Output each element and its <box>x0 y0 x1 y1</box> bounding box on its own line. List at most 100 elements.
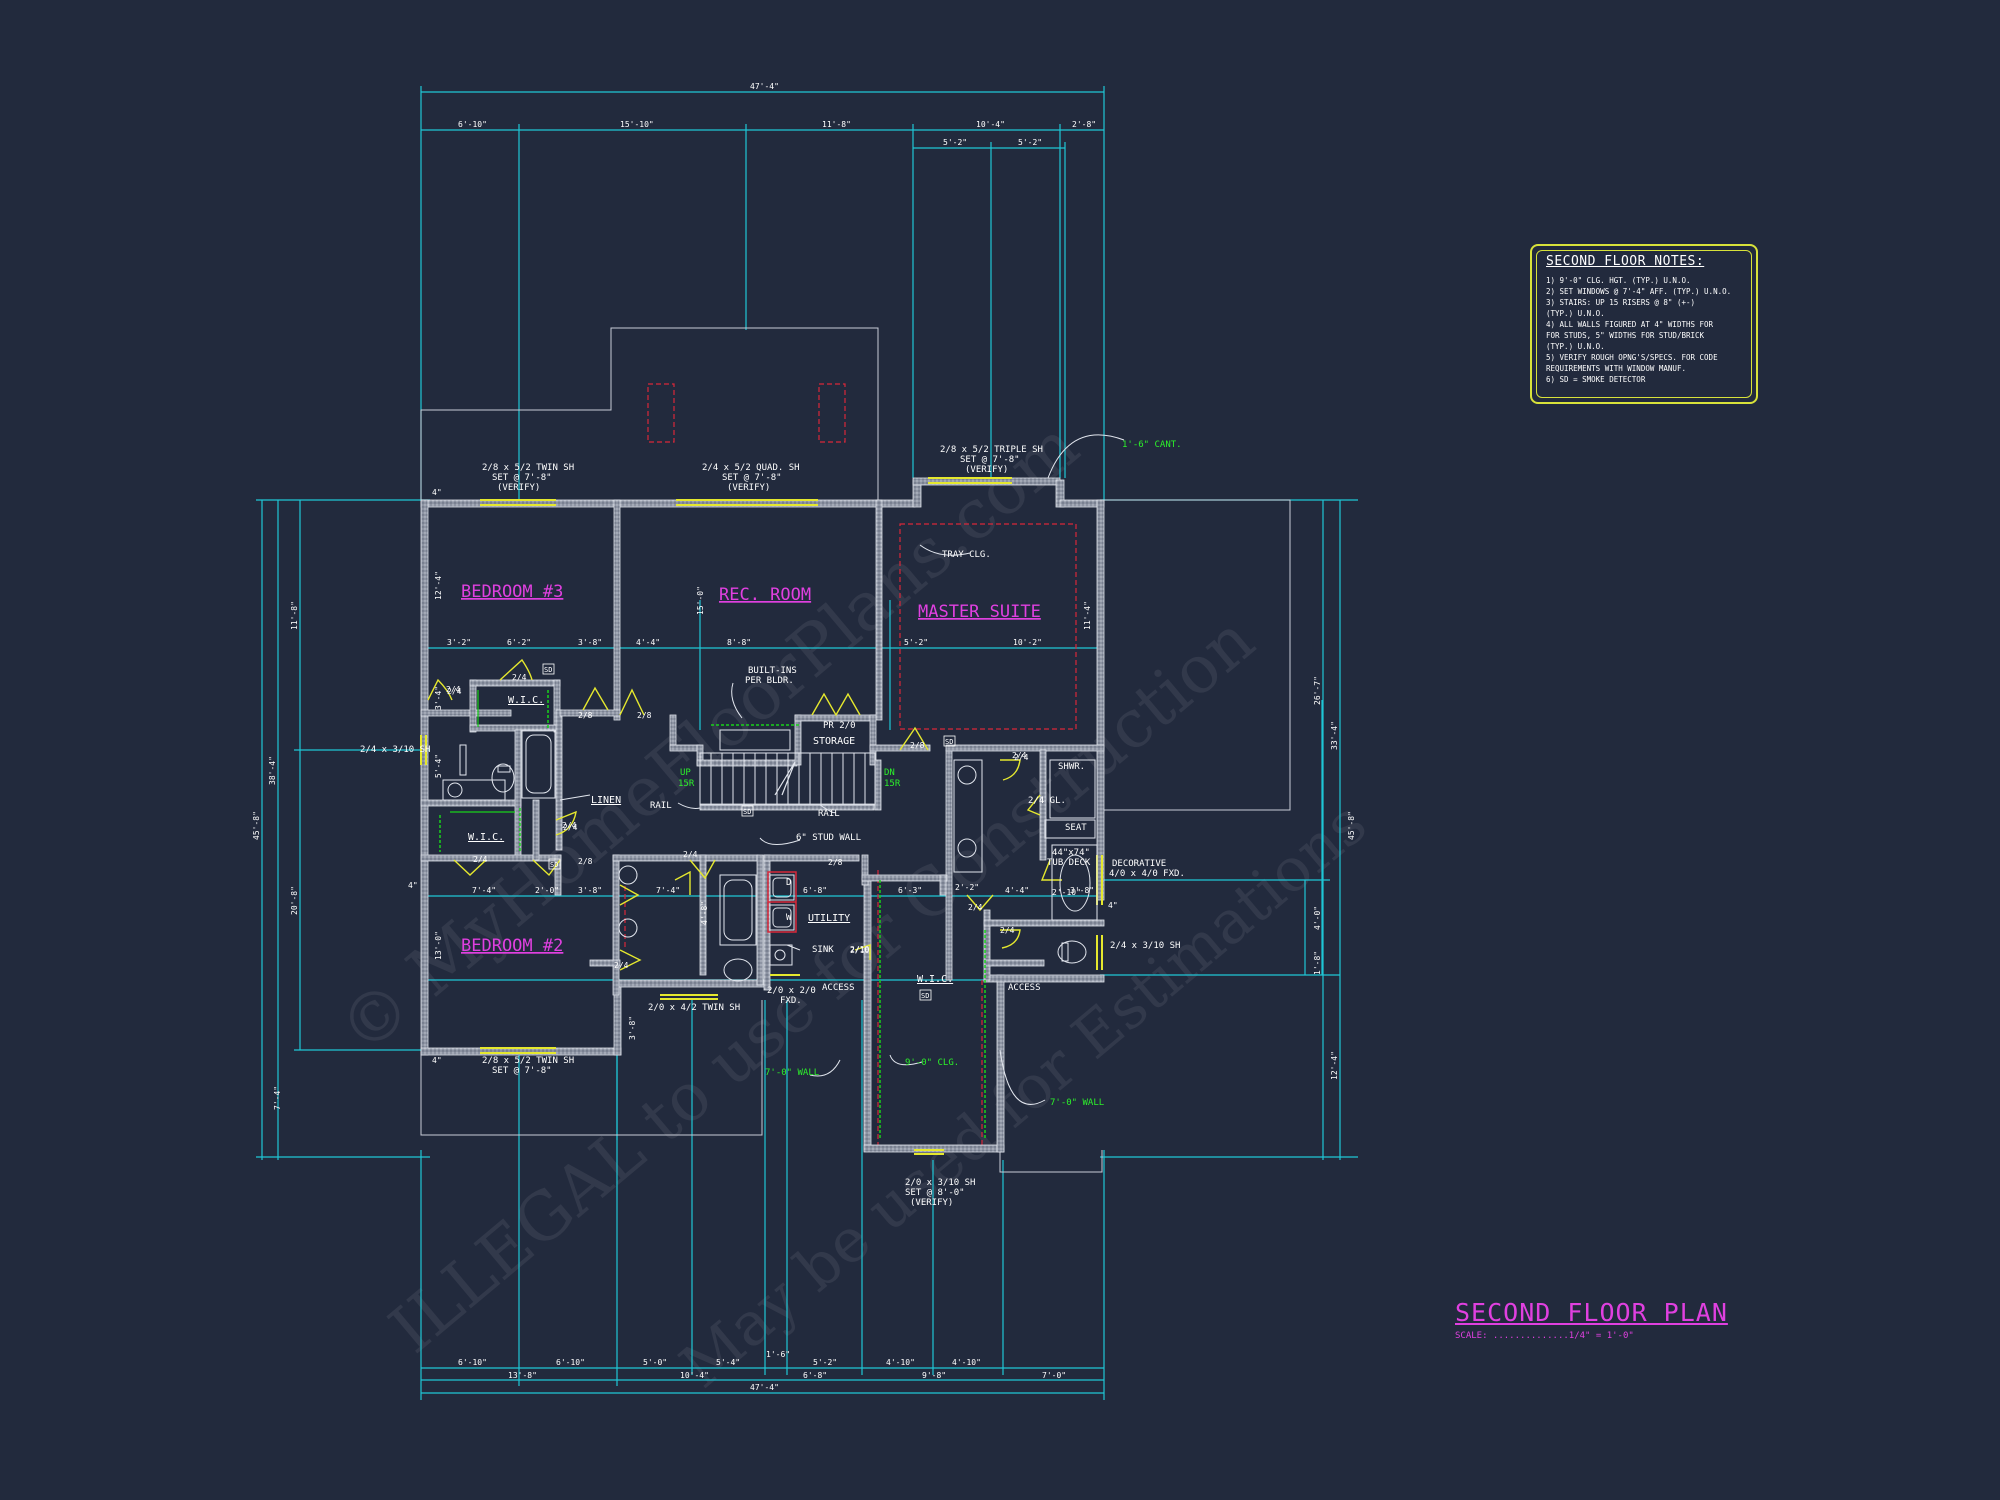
sink-label: SINK <box>812 945 834 955</box>
room-label-rec-room: REC. ROOM <box>719 585 811 605</box>
dimension-left: 20'-8" <box>290 886 299 915</box>
dimension-top-2: 5'-2" <box>1018 138 1042 147</box>
window-note-bottom-1: 2/0 x 3/10 SH <box>905 1178 975 1188</box>
dimension-bottom: 5'-2" <box>813 1358 837 1367</box>
dimension-bottom-2: 9'-8" <box>922 1371 946 1380</box>
window-note-master: 2/8 x 5/2 TRIPLE SH <box>940 445 1043 455</box>
dimension-left: 11'-8" <box>290 601 299 630</box>
drawing-scale: SCALE: ..............1/4" = 1'-0" <box>1455 1331 1634 1341</box>
dimension-right-2: 33'-4" <box>1330 721 1339 750</box>
dimension-top-2: 5'-2" <box>943 138 967 147</box>
dryer-label: D <box>786 878 791 888</box>
door-size: 2/10 <box>850 946 869 955</box>
dimension-top: 2'-8" <box>1072 120 1096 129</box>
access-label-2: ACCESS <box>1008 983 1041 993</box>
window-verify-master: (VERIFY) <box>965 465 1008 475</box>
room-label-bedroom-3: BEDROOM #3 <box>461 582 563 602</box>
leader-lines <box>559 434 1125 1105</box>
dimension-inner: 2'-0" <box>535 886 559 895</box>
dimension-inner: 4'-4" <box>1005 886 1029 895</box>
note-item: FOR STUDS, 5" WIDTHS FOR STUD/BRICK <box>1546 331 1705 340</box>
fixed-window-2: FXD. <box>780 996 802 1006</box>
door-size: 2/10 <box>850 945 869 954</box>
dimension-misc: 2'-10" <box>1052 888 1081 897</box>
note-item: 3) STAIRS: UP 15 RISERS @ 8" (+-) <box>1546 298 1696 307</box>
dimension-bottom: 1'-6" <box>766 1350 790 1359</box>
rail-note-2: RAIL <box>818 809 840 819</box>
washer-label: W <box>786 913 792 923</box>
shower-label: SHWR. <box>1058 762 1085 772</box>
dimension-misc: 11'-4" <box>1083 601 1092 630</box>
builtins-note-1: BUILT-INS <box>748 666 797 676</box>
roof-outline <box>420 327 1291 1173</box>
dimension-inner: 6'-2" <box>507 638 531 647</box>
fixtures <box>442 729 1098 982</box>
smoke-detector-icon <box>919 989 932 1001</box>
glass-door-label: 2/4 GL. <box>1028 796 1066 806</box>
notes-title: SECOND FLOOR NOTES: <box>1546 254 1705 269</box>
dimension-misc: 4" <box>432 1056 442 1065</box>
dimension-inner: 2'-2" <box>955 883 979 892</box>
dimension-misc: 4'-8" <box>700 901 709 925</box>
dimension-inner: 3'-8" <box>578 886 602 895</box>
dimension-inner: 10'-2" <box>1013 638 1042 647</box>
door-size: 2/4 <box>447 687 462 696</box>
tub-deck-label: TUB DECK <box>1047 858 1091 868</box>
smoke-detector-icon <box>741 805 754 817</box>
second-floor-notes-panel: SECOND FLOOR NOTES: 1) 9'-0" CLG. HGT. (… <box>1530 244 1758 404</box>
ceiling-height-note: 9'-0" CLG. <box>905 1058 959 1068</box>
dimension-bottom: 7'-0" <box>1042 1371 1066 1380</box>
dimension-bottom-2: 13'-8" <box>508 1371 537 1380</box>
door-size: 2/4 <box>968 903 983 912</box>
door-size: 2/8 <box>578 711 593 720</box>
dimension-misc: 15'-0" <box>696 586 705 615</box>
dimension-misc: 4" <box>432 488 442 497</box>
smoke-detector-icon <box>943 735 956 747</box>
decorative-window-2: 4/0 x 4/0 FXD. <box>1109 869 1185 879</box>
door-size: 2/8 <box>910 741 925 750</box>
door-size: 2/4 <box>512 673 527 682</box>
door-size: 2/8 <box>637 711 652 720</box>
dimension-inner: 7'-4" <box>656 886 680 895</box>
dimension-inner: 6'-8" <box>803 886 827 895</box>
door-size: 2/4 <box>562 821 577 830</box>
dimension-bottom-2: 6'-8" <box>803 1371 827 1380</box>
window-note-left: 2/4 x 3/10 SH <box>360 745 430 755</box>
window-set-master: SET @ 7'-8" <box>960 455 1020 465</box>
window-verify-bed3: (VERIFY) <box>497 483 540 493</box>
drawing-title: SECOND FLOOR PLAN <box>1455 1298 1728 1327</box>
dimension-bottom: 6'-10" <box>556 1358 585 1367</box>
rail-note-1: RAIL <box>650 801 672 811</box>
smoke-detector-label: SD <box>544 666 552 674</box>
note-item: 4) ALL WALLS FIGURED AT 4" WIDTHS FOR <box>1546 320 1714 329</box>
linen-label: LINEN <box>591 795 621 806</box>
dimension-misc: 3'-8" <box>628 1016 637 1040</box>
utility-label: UTILITY <box>808 913 850 924</box>
note-item: 5) VERIFY ROUGH OPNG'S/SPECS. FOR CODE <box>1546 353 1718 362</box>
window-note-bottom-2: SET @ 8'-0" <box>905 1188 965 1198</box>
door-size: 2/8 <box>578 857 593 866</box>
window-verify-rec: (VERIFY) <box>727 483 770 493</box>
wic-label-3: W.I.C. <box>917 974 953 985</box>
note-item: (TYP.) U.N.O. <box>1546 309 1605 318</box>
tub-deck-size: 44"x74" <box>1052 848 1090 858</box>
door-size: 2/4 <box>1012 751 1027 760</box>
dimension-top: 11'-8" <box>822 120 851 129</box>
window-note-bed2: 2/8 x 5/2 TWIN SH <box>482 1056 574 1066</box>
window-set-bed2: SET @ 7'-8" <box>492 1066 552 1076</box>
door-size: 2/8 <box>828 858 843 867</box>
smoke-detector-icon <box>548 858 561 870</box>
note-item: (TYP.) U.N.O. <box>1546 342 1605 351</box>
dimension-top: 10'-4" <box>976 120 1005 129</box>
fixed-window-1: 2/0 x 2/0 <box>767 986 816 996</box>
dimension-right: 26'-7" <box>1313 676 1322 705</box>
window-note-bottom-3: (VERIFY) <box>910 1198 953 1208</box>
door-size: 2/4 <box>1014 753 1029 762</box>
pr-door-note: PR 2/0 <box>823 721 856 731</box>
note-item: 1) 9'-0" CLG. HGT. (TYP.) U.N.O. <box>1546 276 1691 285</box>
wall-note-left: 7'-0" WALL <box>765 1068 819 1078</box>
dimension-misc: 12'-4" <box>434 571 443 600</box>
dimension-top-total: 47'-4" <box>750 82 779 91</box>
up-stairs-label: UP <box>680 768 691 778</box>
dimension-bottom: 6'-10" <box>458 1358 487 1367</box>
